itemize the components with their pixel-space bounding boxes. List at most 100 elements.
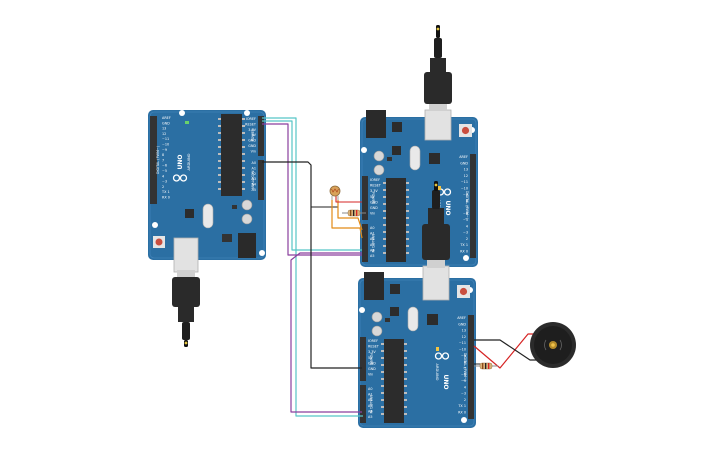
bottomright-power-pin-label: GND (368, 367, 376, 371)
left-digital-pin-label: 4 (162, 174, 164, 178)
bottomright-power-pin-label: 5V (368, 356, 373, 360)
bottomright-digital-pin-label: ~11 (459, 341, 466, 345)
topright-power-pin-label: GND (370, 206, 378, 210)
topright-digital-pin-label: ~10 (461, 187, 468, 191)
bottomright-power-pin-label: Vin (368, 373, 373, 377)
wire-purple-2[interactable] (290, 252, 362, 413)
bottomright-digital-pin-label: 4 (464, 385, 466, 389)
header-label-analog-bottom-right: ANALOG IN (369, 395, 373, 414)
svg-text:UNO: UNO (442, 375, 449, 390)
maker-label-left: ARDUINO (187, 153, 191, 170)
wire-cyan[interactable] (262, 117, 363, 417)
left-digital-pin-label: ~5 (162, 169, 167, 173)
left-power-pin-label: GND (248, 139, 256, 143)
topright-digital-pin-label: GND (460, 161, 468, 165)
bottomright-digital-pin-label: RX 0 (458, 411, 466, 415)
uno-logo-top-right: UNO (444, 201, 451, 216)
usb-cable-bottom-right[interactable] (422, 181, 450, 268)
resistor-2[interactable] (474, 362, 498, 370)
header-label-digital-top-right: DIGITAL (PWM~) (465, 191, 469, 220)
header-label-power-left: POWER (251, 128, 255, 141)
left-analog-pin-label: A1 (252, 166, 256, 170)
arduino-board-left[interactable]: UNO ARDUINO DIGITAL (PWM~) PO (148, 110, 266, 273)
bottomright-digital-pin-label: 12 (462, 335, 466, 339)
bottomright-analog-pin-label: A4 (368, 409, 372, 413)
bottomright-digital-pin-label: ~3 (461, 392, 466, 396)
topright-digital-pin-label: AREF (459, 155, 468, 159)
left-digital-pin-label: TX 1 (161, 190, 170, 194)
left-analog-pin-label: A5 (252, 188, 256, 192)
left-power-pin-label: GND (248, 144, 256, 148)
left-analog-pin-label: A4 (252, 183, 256, 187)
topright-digital-pin-label: 8 (466, 199, 468, 203)
left-digital-pin-label: ~3 (162, 180, 167, 184)
usb-cable-left[interactable] (172, 270, 200, 347)
bottomright-digital-pin-label: ~6 (461, 373, 466, 377)
topright-digital-pin-label: 4 (466, 224, 468, 228)
usb-port-top-right (424, 109, 452, 141)
left-digital-pin-label: 13 (162, 127, 166, 131)
topright-digital-pin-label: ~9 (463, 193, 468, 197)
topright-digital-pin-label: ~11 (461, 180, 468, 184)
wire-purple[interactable] (262, 123, 362, 256)
arduino-board-bottom-right[interactable]: UNO ARDUINO POWER ANALOG IN DIGITAL (PWM… (358, 265, 476, 428)
uno-logo-left: UNO (177, 155, 184, 170)
left-digital-pin-label: ~6 (162, 164, 167, 168)
topright-power-pin-label: 5V (370, 195, 375, 199)
wire-orange[interactable] (331, 200, 363, 239)
bottomright-digital-pin-label: GND (458, 322, 466, 326)
bottomright-digital-pin-label: ~5 (461, 379, 466, 383)
left-digital-pin-label: 7 (162, 158, 164, 162)
photoresistor[interactable] (329, 185, 341, 200)
topright-analog-pin-label: A0 (370, 226, 374, 230)
topright-digital-pin-label: 12 (464, 174, 468, 178)
left-digital-pin-label: 8 (162, 153, 164, 157)
wire-red-buzzer[interactable] (473, 333, 535, 369)
left-power-pin-label: RESET (245, 122, 257, 126)
left-analog-pin-label: A3 (252, 177, 256, 181)
left-power-pin-label: IOREF (246, 117, 256, 121)
bottomright-power-pin-label: GND (368, 361, 376, 365)
wire-orange-2[interactable] (337, 200, 363, 231)
usb-port-left (173, 237, 199, 273)
topright-digital-pin-label: ~6 (463, 212, 468, 216)
resistor-1[interactable] (342, 209, 366, 217)
topright-power-pin-label: RESET (370, 184, 382, 188)
left-digital-pin-label: ~9 (162, 148, 167, 152)
wire-red-photo[interactable] (335, 196, 362, 203)
header-label-digital-bottom-right: DIGITAL (PWM~) (463, 353, 467, 382)
bottomright-digital-pin-label: TX 1 (457, 404, 466, 408)
topright-power-pin-label: GND (370, 200, 378, 204)
bottomright-analog-pin-label: A5 (368, 415, 372, 419)
bottomright-digital-pin-label: 13 (462, 329, 466, 333)
reset-button-left[interactable] (153, 236, 165, 248)
topright-digital-pin-label: 2 (466, 237, 468, 241)
left-analog-pin-label: A0 (252, 161, 256, 165)
header-label-digital-left: DIGITAL (PWM~) (156, 145, 160, 174)
wires (262, 117, 537, 417)
svg-text:UNO: UNO (177, 155, 184, 170)
topright-digital-pin-label: RX 0 (460, 250, 468, 254)
left-digital-pin-label: ~11 (162, 137, 169, 141)
usb-cable-top-right[interactable] (424, 25, 452, 111)
atmega-chip-left (221, 114, 242, 196)
topright-power-pin-label: IOREF (370, 178, 380, 182)
topright-analog-pin-label: A5 (370, 254, 374, 258)
reset-button-top-right[interactable] (459, 124, 472, 137)
reset-button-bottom-right[interactable] (457, 285, 470, 298)
wire-black-buzzer[interactable] (474, 339, 537, 361)
left-digital-pin-label: 12 (162, 132, 166, 136)
topright-digital-pin-label: TX 1 (459, 243, 468, 247)
bottomright-analog-pin-label: A2 (368, 398, 372, 402)
wire-black[interactable] (262, 161, 362, 369)
topright-power-pin-label: 3.3V (370, 189, 378, 193)
piezo-buzzer[interactable] (530, 322, 576, 368)
bottomright-digital-pin-label: AREF (457, 316, 466, 320)
bottomright-digital-pin-label: ~10 (459, 348, 466, 352)
left-digital-pin-label: ~10 (162, 143, 169, 147)
wire-cyan-2[interactable] (262, 120, 362, 251)
header-label-analog-left: ANALOG IN (251, 170, 255, 189)
topright-digital-pin-label: ~5 (463, 218, 468, 222)
bottomright-analog-pin-label: A0 (368, 387, 372, 391)
